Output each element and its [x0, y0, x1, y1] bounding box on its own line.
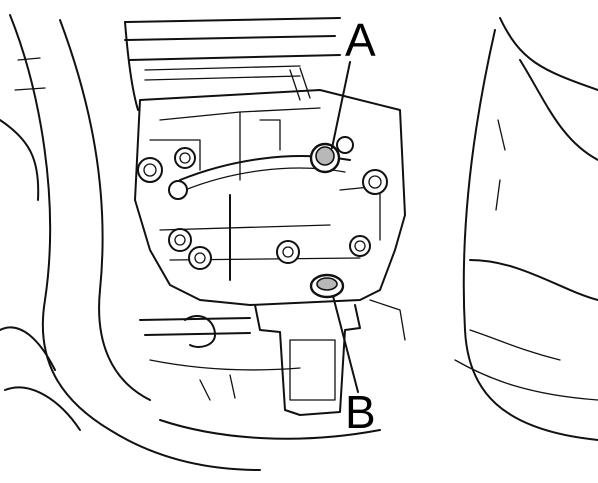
case-bolts: [137, 136, 388, 270]
filler-plug-a: [309, 142, 341, 174]
transmission-mount: [139, 299, 406, 440]
leader-lines: [331, 61, 359, 393]
drain-plug-b: [309, 273, 345, 299]
transmission-case: [134, 67, 406, 306]
right-body-panel: [454, 17, 598, 441]
upper-frame: [124, 17, 341, 111]
callout-label-b: B: [345, 386, 376, 438]
callout-label-a: A: [345, 14, 376, 66]
left-body-panel: [0, 14, 261, 471]
